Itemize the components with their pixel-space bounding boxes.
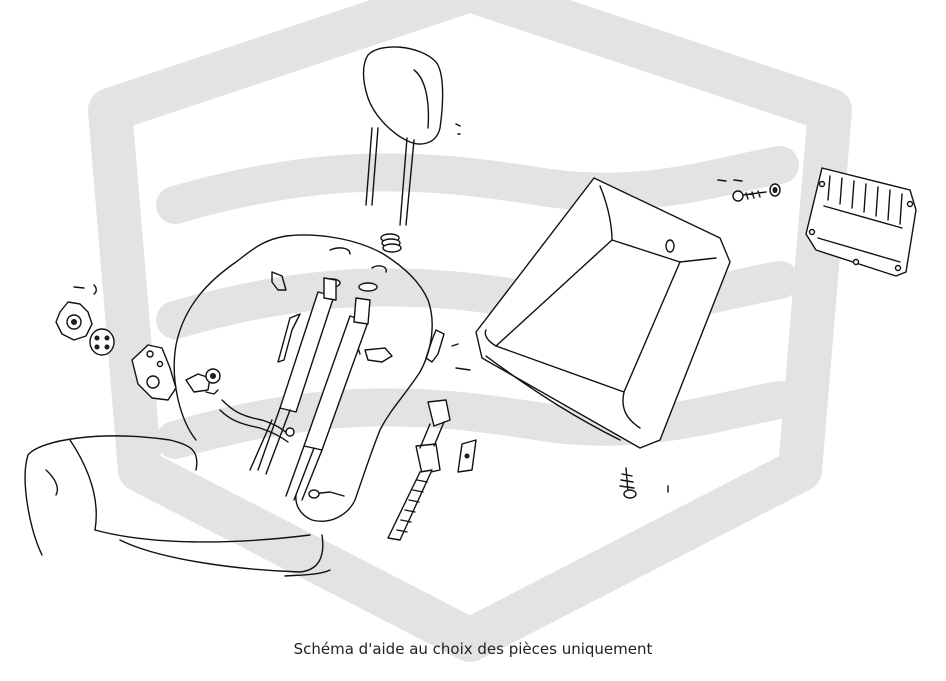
map-pocket-grille — [805, 167, 917, 277]
clip-bracket — [425, 329, 477, 473]
back-panel-shell — [475, 177, 731, 449]
self-tapping-screw — [619, 467, 669, 499]
screw-washer — [717, 179, 781, 202]
slide-rail-left — [249, 277, 337, 475]
seat-cushion — [24, 435, 331, 577]
slide-rail-right — [285, 297, 371, 501]
knob-washer — [89, 328, 115, 356]
diagram-caption: Schéma d'aide au choix des pièces unique… — [293, 640, 653, 658]
headrest — [362, 46, 461, 226]
cable-rod — [219, 399, 295, 443]
headrest-guide-spring — [380, 233, 402, 253]
recliner-bracket — [131, 344, 177, 401]
adjustment-knob — [55, 284, 97, 341]
recliner-lever — [185, 368, 221, 395]
belt-buckle-rail — [387, 399, 451, 541]
